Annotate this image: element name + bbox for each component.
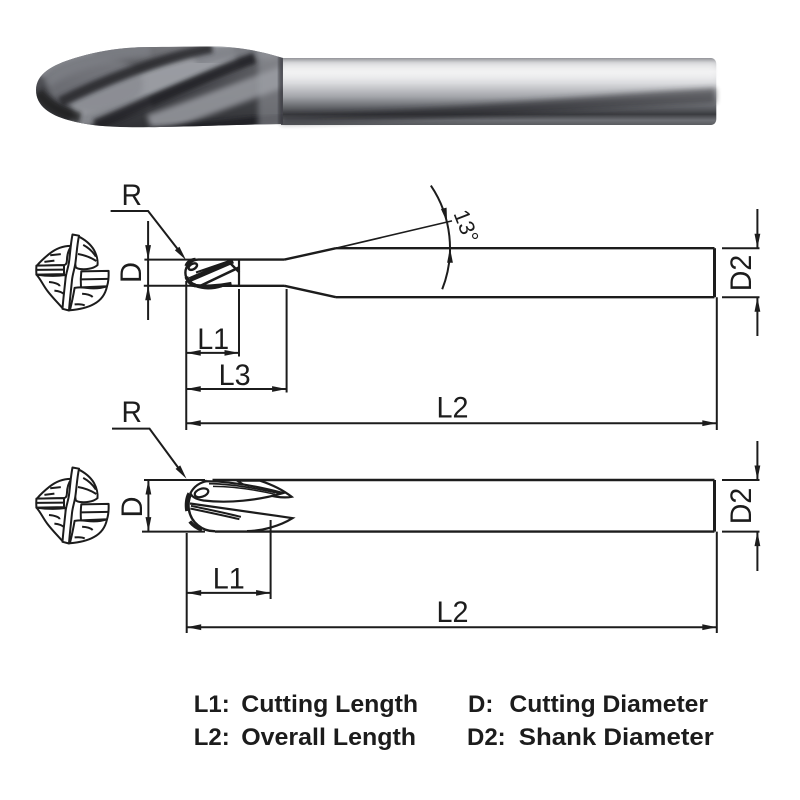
svg-text:R: R — [122, 179, 143, 212]
svg-text:D: D — [115, 262, 148, 283]
svg-text:L2: L2 — [437, 596, 469, 629]
svg-text:D:: D: — [468, 691, 493, 718]
svg-text:L1: L1 — [213, 563, 245, 596]
svg-text:D2:: D2: — [467, 724, 506, 751]
svg-text:Cutting Length: Cutting Length — [241, 691, 418, 718]
svg-text:L1: L1 — [197, 323, 229, 356]
svg-text:R: R — [122, 396, 143, 429]
svg-text:D2: D2 — [725, 255, 758, 292]
svg-text:D2: D2 — [725, 488, 758, 525]
svg-text:Overall Length: Overall Length — [241, 724, 416, 751]
svg-text:Cutting Diameter: Cutting Diameter — [509, 691, 708, 718]
svg-text:L3: L3 — [219, 359, 251, 392]
svg-text:L2:: L2: — [194, 724, 230, 751]
svg-text:13°: 13° — [449, 206, 484, 246]
svg-text:D: D — [116, 497, 149, 518]
svg-text:L1:: L1: — [194, 691, 230, 718]
svg-text:Shank Diameter: Shank Diameter — [519, 724, 714, 751]
svg-text:L2: L2 — [437, 392, 469, 425]
